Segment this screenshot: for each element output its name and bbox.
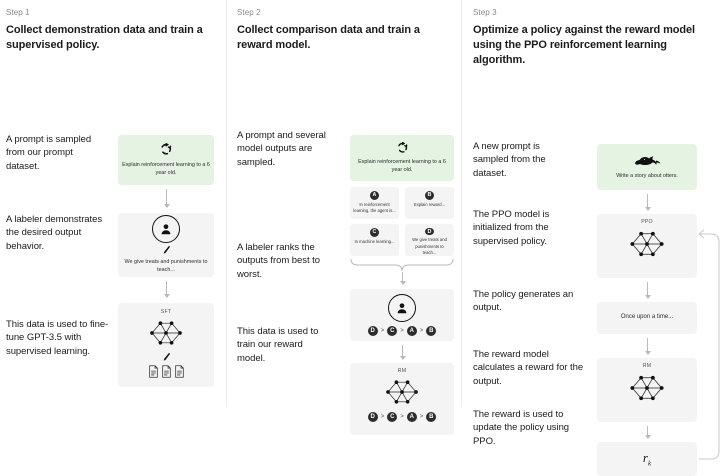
arrow-1-2: [163, 280, 170, 298]
step-label-1: Step 1: [6, 8, 30, 17]
neural-network-icon: [145, 316, 187, 350]
generated-output-text: Once upon a time...: [620, 314, 674, 321]
rank-1: D: [367, 325, 378, 336]
arrow-3-3: [644, 337, 651, 355]
pencil-icon: [162, 352, 171, 363]
arrow-3-2: [644, 281, 651, 299]
ranking-sequence: D > C > A > B: [367, 325, 437, 336]
rank-4: B: [426, 325, 437, 336]
labeler-box-1-text: We give treats and punishments to teach.…: [124, 259, 208, 274]
sft-model-box[interactable]: SFT: [118, 302, 214, 387]
step-2-body: A prompt and several model outputs are s…: [227, 63, 461, 435]
arrow-3-1: [644, 193, 651, 211]
rank-3: A: [406, 325, 417, 336]
rank-sep-1: >: [380, 327, 385, 334]
update-policy-loop-arrow: [698, 226, 720, 462]
ppo-model-box[interactable]: PPO: [597, 213, 697, 278]
output-card-d[interactable]: D We give treats and punishments to teac…: [405, 223, 454, 256]
person-icon: [152, 215, 180, 244]
neural-network-icon: [381, 375, 423, 409]
caption-3-4: The reward model calculates a reward for…: [473, 348, 584, 388]
prompt-box-2[interactable]: Explain reinforcement learning to a 6 ye…: [350, 134, 454, 181]
column-step-2: Step 2 Collect comparison data and train…: [226, 0, 461, 435]
output-text-c: In machine learning...: [354, 238, 395, 244]
documents-icon: [148, 365, 185, 378]
output-letter-d: D: [425, 227, 434, 236]
output-letter-a: A: [370, 190, 379, 200]
caption-3-3: The policy generates an output.: [473, 288, 574, 314]
caption-3-2: The PPO model is initialized from the su…: [473, 208, 550, 248]
rm-rank-4: B: [426, 411, 437, 422]
output-letter-b: B: [425, 190, 434, 200]
rm-rank-1: D: [367, 411, 378, 422]
rank-sep-3: >: [419, 327, 424, 334]
reward-symbol: rk: [642, 449, 652, 468]
prompt-box-1-text: Explain reinforcement learning to a 6 ye…: [122, 162, 210, 177]
arrow-3-4: [644, 425, 651, 439]
output-letter-c: C: [370, 227, 379, 237]
caption-1-3: This data is used to fine-tune GPT-3.5 w…: [6, 318, 109, 358]
step-3-body: A new prompt is sampled from the dataset…: [462, 78, 720, 476]
step-title-3: Optimize a policy against the reward mod…: [473, 24, 695, 66]
collect-brace-icon: [350, 258, 454, 272]
recycle-icon: [396, 141, 409, 154]
column-step-3: Step 3 Optimize a policy against the rew…: [461, 0, 720, 476]
neural-network-icon: [625, 370, 669, 406]
step-title-2: Collect comparison data and train a rewa…: [237, 24, 420, 51]
ppo-tag: PPO: [641, 218, 653, 225]
column-step-1: Step 1 Collect demonstration data and tr…: [0, 0, 226, 407]
output-text-a: In reinforcement learning, the agent is.…: [353, 201, 396, 213]
caption-3-5: The reward is used to update the policy …: [473, 408, 570, 448]
arrow-2-1: [399, 271, 406, 285]
rm-rank-sep-1: >: [380, 413, 385, 420]
rm-ranking-sequence: D > C > A > B: [367, 411, 437, 422]
arrow-2-2: [399, 344, 406, 360]
prompt-box-3[interactable]: Write a story about otters.: [597, 143, 697, 190]
recycle-icon: [159, 142, 173, 156]
output-text-b: Explain reward...: [413, 201, 446, 207]
labeler-box-1[interactable]: We give treats and punishments to teach.…: [118, 212, 214, 277]
caption-1-1: A prompt is sampled from our prompt data…: [6, 133, 92, 173]
pencil-icon: [162, 245, 171, 256]
rm-rank-3: A: [406, 411, 417, 422]
arrow-1-1: [163, 188, 170, 208]
rm-rank-2: C: [387, 411, 398, 422]
rank-sep-2: >: [400, 327, 404, 334]
output-text-d: We give treats and punishments to teach.…: [412, 237, 447, 255]
caption-3-1: A new prompt is sampled from the dataset…: [473, 140, 546, 180]
step-label-2: Step 2: [237, 8, 261, 17]
step-title-1: Collect demonstration data and train a s…: [6, 24, 203, 51]
step-1-body: A prompt is sampled from our prompt data…: [0, 63, 226, 393]
output-card-a[interactable]: A In reinforcement learning, the agent i…: [350, 186, 399, 219]
rm-rank-sep-3: >: [419, 413, 424, 420]
caption-2-3: This data is used to train our reward mo…: [237, 325, 319, 365]
reward-value-box[interactable]: rk: [597, 441, 697, 476]
caption-2-2: A labeler ranks the outputs from best to…: [237, 241, 320, 281]
caption-2-1: A prompt and several model outputs are s…: [237, 129, 326, 169]
neural-network-icon: [625, 226, 669, 262]
prompt-box-1[interactable]: Explain reinforcement learning to a 6 ye…: [118, 134, 214, 185]
step-label-3: Step 3: [473, 8, 497, 17]
reward-model-box-3[interactable]: RM: [597, 357, 697, 422]
output-card-b[interactable]: B Explain reward...: [405, 186, 454, 219]
rm-tag: RM: [397, 367, 407, 374]
generated-output-box[interactable]: Once upon a time...: [597, 301, 697, 334]
prompt-box-3-text: Write a story about otters.: [616, 172, 678, 179]
prompt-box-2-text: Explain reinforcement learning to a 6 ye…: [358, 159, 446, 174]
caption-1-2: A labeler demonstrates the desired outpu…: [6, 213, 103, 253]
output-card-c[interactable]: C In machine learning...: [350, 223, 399, 256]
rm-rank-sep-2: >: [400, 413, 404, 420]
otter-icon: [632, 153, 662, 167]
person-icon: [388, 293, 416, 322]
sft-tag: SFT: [160, 308, 172, 315]
rank-2: C: [387, 325, 398, 336]
ranking-box[interactable]: D > C > A > B: [350, 288, 454, 341]
rm-tag-3: RM: [642, 362, 652, 369]
reward-model-box-2[interactable]: RM: [350, 362, 454, 435]
